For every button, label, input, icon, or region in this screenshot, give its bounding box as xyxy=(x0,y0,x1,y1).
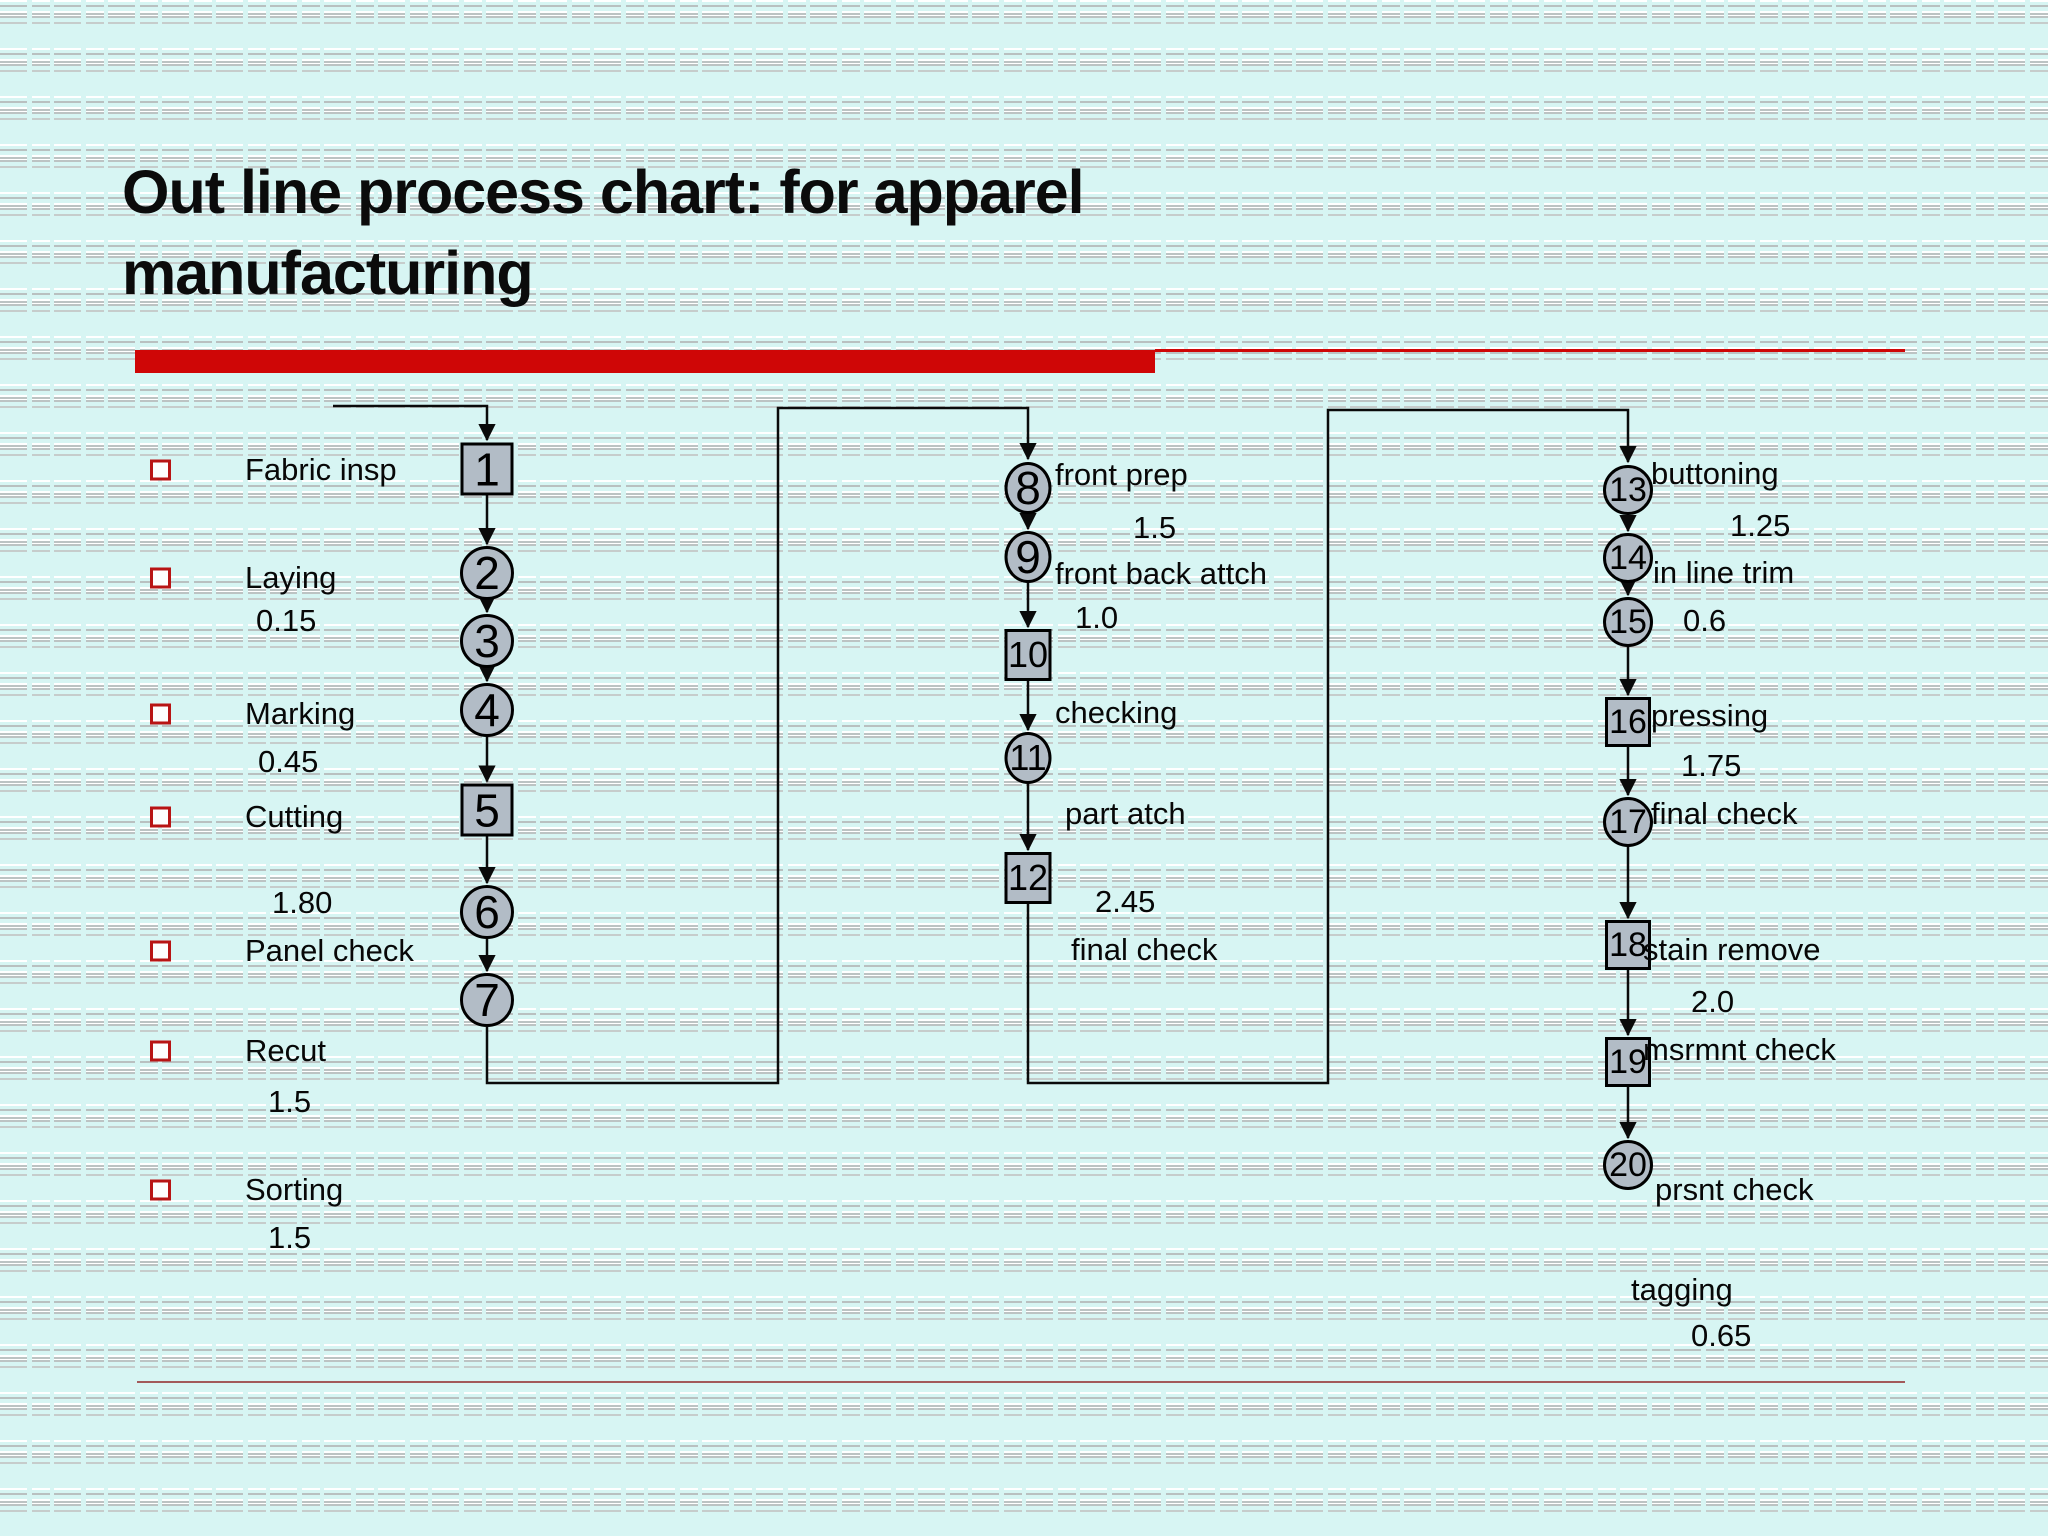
process-node-14: 14 xyxy=(1603,533,1653,583)
node-annotation: pressing xyxy=(1651,698,1769,733)
page-title: Out line process chart: for apparel manu… xyxy=(122,152,1382,314)
process-node-13: 13 xyxy=(1603,465,1653,515)
process-node-9: 9 xyxy=(1004,531,1052,583)
node-annotation: tagging xyxy=(1631,1272,1733,1307)
node-annotation: final check xyxy=(1071,932,1218,967)
bullet-label: Sorting xyxy=(245,1172,344,1207)
process-node-11: 11 xyxy=(1004,732,1052,784)
bullet-value: 0.45 xyxy=(258,744,319,779)
bullet-marker xyxy=(150,459,171,481)
node-annotation: checking xyxy=(1055,695,1178,730)
bullet-value: 1.5 xyxy=(268,1084,312,1119)
process-node-5: 5 xyxy=(460,783,514,837)
node-annotation: 1.25 xyxy=(1730,508,1791,543)
process-node-7: 7 xyxy=(460,973,514,1027)
bullet-value: 0.15 xyxy=(256,603,317,638)
process-node-2: 2 xyxy=(460,546,514,600)
bullet-marker xyxy=(150,567,171,589)
flow-bracket-connector-1 xyxy=(333,404,496,442)
process-node-16: 16 xyxy=(1605,697,1651,747)
node-annotation: final check xyxy=(1651,796,1798,831)
bullet-label: Fabric insp xyxy=(245,452,397,487)
bullet-label: Cutting xyxy=(245,799,344,834)
node-annotation: front prep xyxy=(1055,457,1188,492)
process-node-18: 18 xyxy=(1605,920,1651,970)
process-node-8: 8 xyxy=(1004,462,1052,514)
process-node-15: 15 xyxy=(1603,597,1653,647)
node-annotation: 0.6 xyxy=(1683,603,1727,638)
process-node-6: 6 xyxy=(460,885,514,939)
process-node-12: 12 xyxy=(1004,852,1052,904)
footer-divider-line xyxy=(137,1381,1905,1383)
page-title-line1: Out line process chart: for apparel xyxy=(122,158,1085,226)
node-annotation: part atch xyxy=(1065,796,1186,831)
process-node-3: 3 xyxy=(460,614,514,668)
node-annotation: buttoning xyxy=(1651,456,1779,491)
process-node-17: 17 xyxy=(1603,797,1653,847)
node-annotation: msrmnt check xyxy=(1643,1032,1836,1067)
bullet-marker xyxy=(150,703,171,725)
node-annotation: 0.65 xyxy=(1691,1318,1752,1353)
node-annotation: 1.5 xyxy=(1133,510,1177,545)
bullet-marker xyxy=(150,940,171,962)
bullet-value: 1.80 xyxy=(272,885,333,920)
flow-bracket-connector-2 xyxy=(485,406,1037,1085)
title-underline-thin-line xyxy=(1155,349,1905,352)
node-annotation: front back attch xyxy=(1055,556,1267,591)
process-node-19: 19 xyxy=(1605,1037,1651,1087)
node-annotation: 1.0 xyxy=(1075,600,1119,635)
node-annotation: prsnt check xyxy=(1655,1172,1814,1207)
bullet-marker xyxy=(150,806,171,828)
flow-bracket-connector-3 xyxy=(1026,408,1637,1085)
title-underline-bar xyxy=(135,350,1155,373)
bullet-label: Recut xyxy=(245,1033,326,1068)
process-node-1: 1 xyxy=(460,442,514,496)
bullet-label: Marking xyxy=(245,696,356,731)
node-annotation: 2.45 xyxy=(1095,884,1156,919)
bullet-label: Panel check xyxy=(245,933,414,968)
bullet-label: Laying xyxy=(245,560,337,595)
bullet-marker xyxy=(150,1040,171,1062)
page-title-line2: manufacturing xyxy=(122,239,534,307)
process-node-10: 10 xyxy=(1004,629,1052,681)
process-node-4: 4 xyxy=(460,683,514,737)
node-annotation: in line trim xyxy=(1653,555,1795,590)
node-annotation: stain remove xyxy=(1643,932,1821,967)
process-node-20: 20 xyxy=(1603,1140,1653,1190)
node-annotation: 2.0 xyxy=(1691,984,1735,1019)
node-annotation: 1.75 xyxy=(1681,748,1742,783)
bullet-marker xyxy=(150,1179,171,1201)
bullet-value: 1.5 xyxy=(268,1220,312,1255)
